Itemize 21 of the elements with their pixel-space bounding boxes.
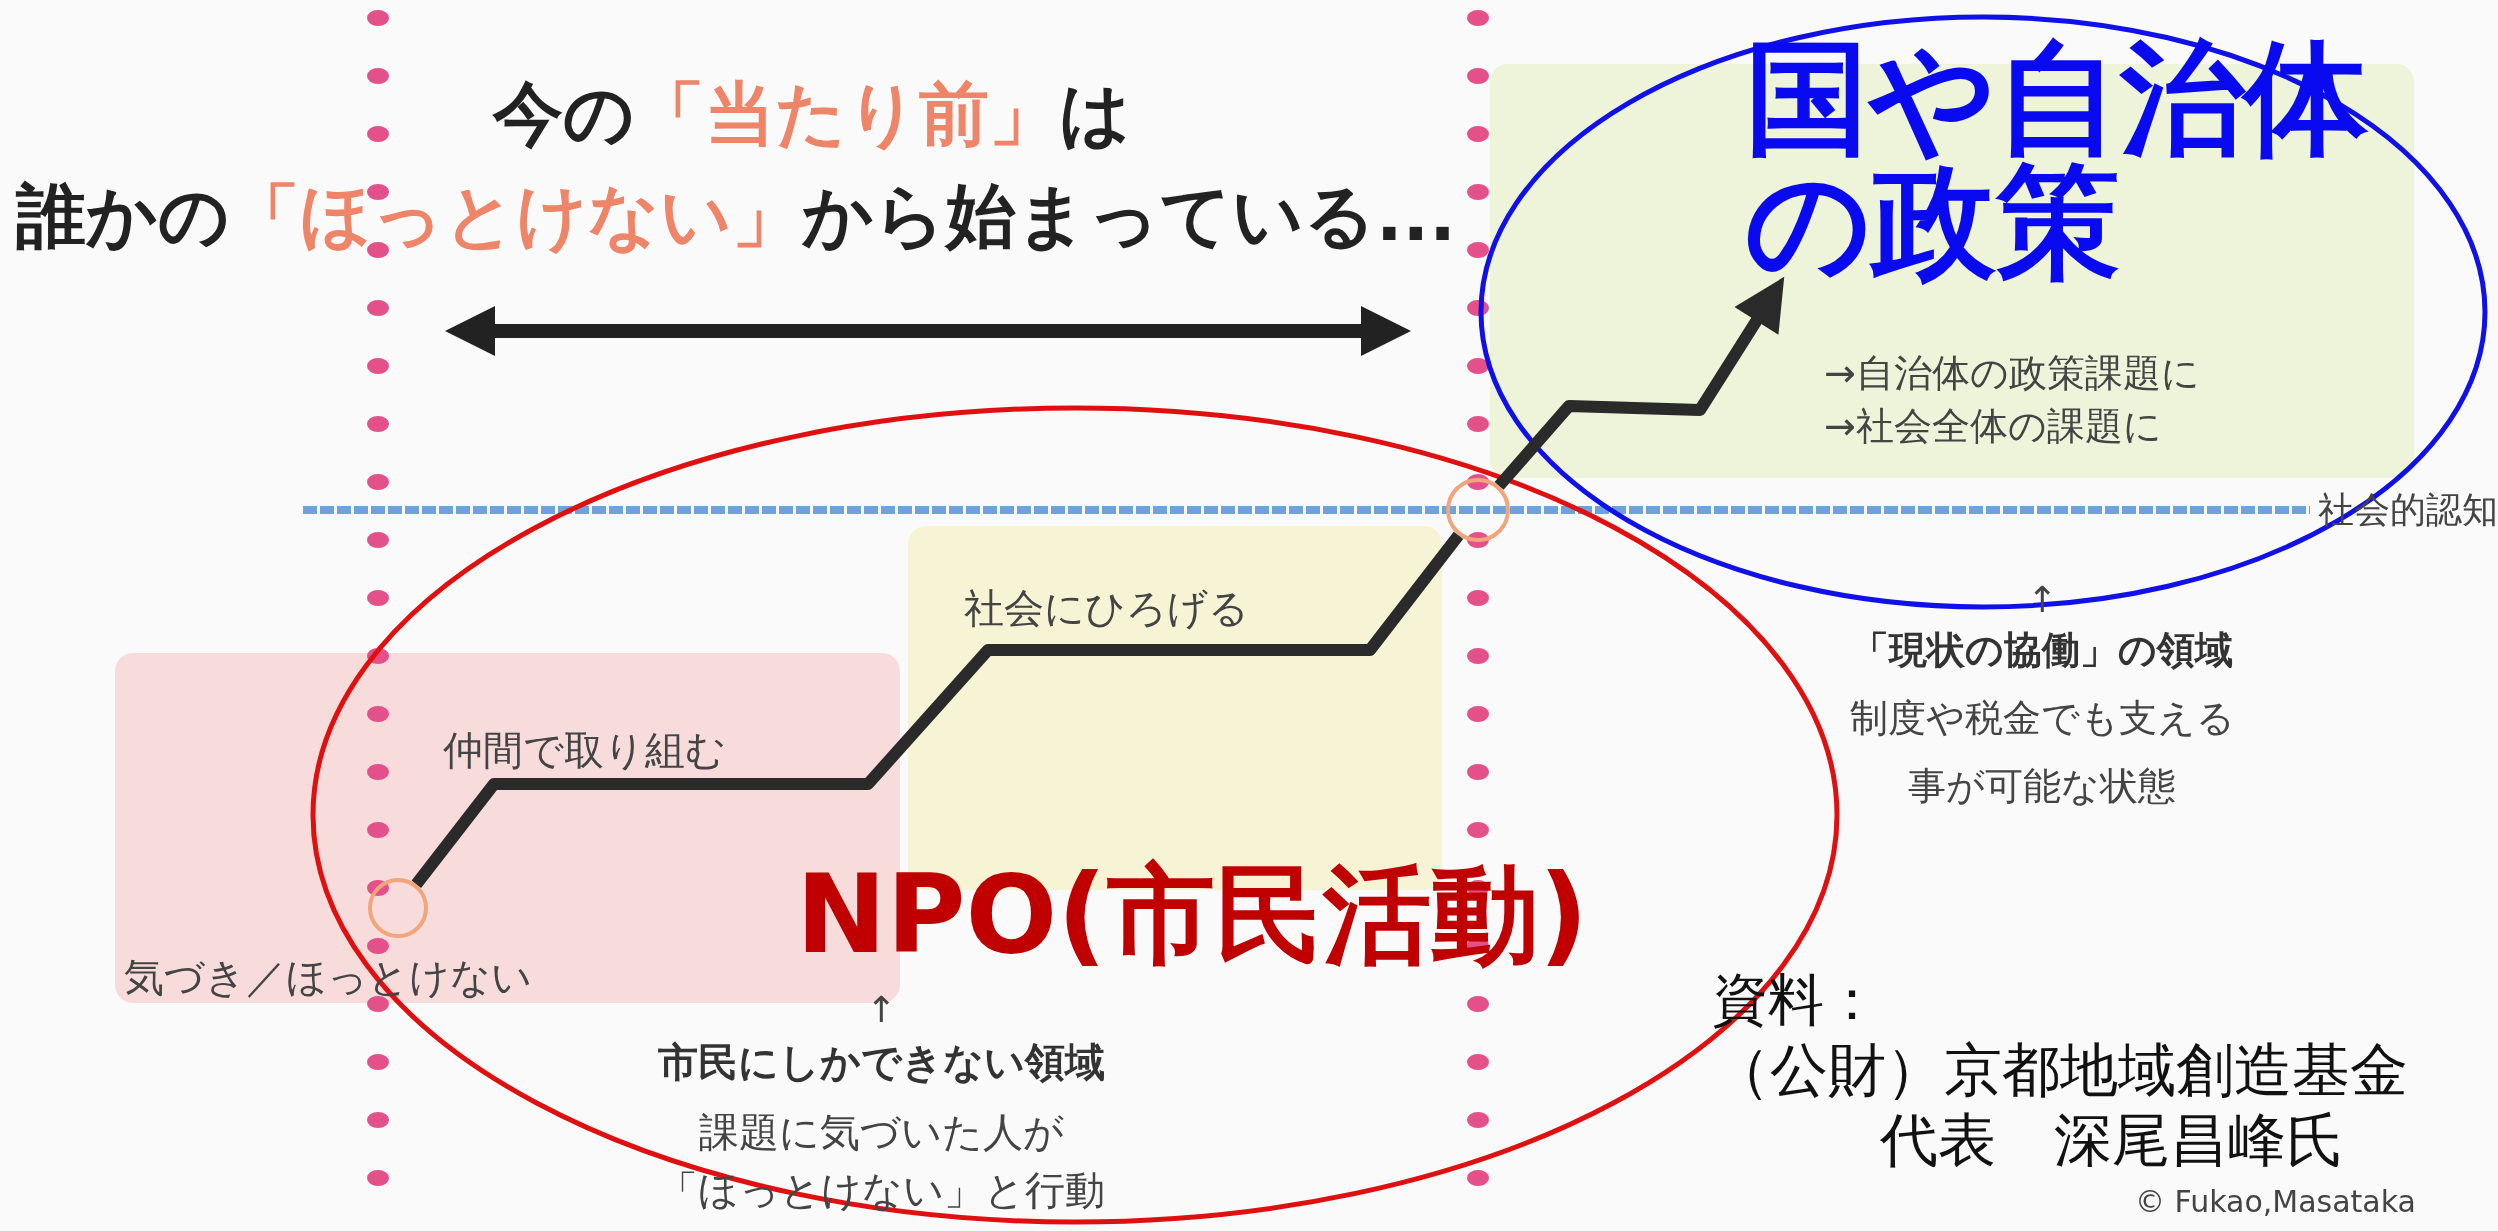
area-text: →社会全体の課題に [1824, 404, 2162, 450]
area-description: 課題に気づいた人が [698, 1108, 1064, 1156]
area-heading: 市民にしかできない領域 [657, 1038, 1105, 1086]
source-label: 代表 深尾昌峰氏 [1880, 1106, 2344, 1176]
copyright-text: © Fukao,Masataka [2135, 1184, 2416, 1220]
line-label: 社会的認知 [2318, 488, 2498, 532]
title-text: 今の「当たり前」は [493, 72, 1131, 156]
circle-marker [1446, 478, 1510, 542]
area-description: 制度や税金でも支える [1849, 696, 2235, 742]
circle-marker [368, 878, 428, 938]
area-description: 事が可能な状態 [1908, 764, 2176, 810]
source-label: （公財）京都地域創造基金 [1712, 1036, 2408, 1106]
step-label: 社会にひろげる [964, 584, 1249, 632]
step-label: 仲間で取り組む [443, 726, 726, 774]
area-heading: 「現状の協働」の領域 [1851, 628, 2233, 674]
step-label: 気づき／ほっとけない [124, 953, 532, 1001]
arrow-glyph: ↑ [865, 988, 897, 1032]
title-text: 誰かの「ほっとけない」から始まっている... [16, 174, 1456, 258]
staircase-arrow [1494, 276, 1785, 490]
area-text: →自治体の政策課題に [1824, 351, 2200, 397]
heading-text: NPO(市民活動) [796, 851, 1589, 979]
